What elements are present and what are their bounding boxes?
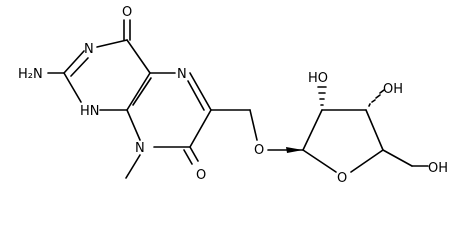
bond-n8-c8a [126, 109, 141, 141]
bond-n5-c6-inner [187, 80, 205, 111]
label-o-ether: O [254, 143, 264, 158]
chemical-structure-diagram: O N H₂N HN N N O O O HO OH OH [18, 5, 448, 186]
atom-labels: O N H₂N HN N N O O O HO OH OH [18, 5, 448, 186]
bond-ringO-c1 [302, 149, 337, 173]
bond-n3-c2-inner [70, 57, 89, 77]
label-o-c7: O [196, 168, 206, 183]
wedge-c3-oh [368, 89, 385, 107]
bond-c8a-c4a-inner [132, 77, 152, 106]
bond-c4a-c4 [126, 39, 151, 74]
label-n8: N [135, 141, 145, 156]
label-o-c4: O [122, 5, 132, 20]
bond-n5-c6 [189, 72, 212, 111]
bond-c1-c2 [302, 109, 323, 151]
wedge-c1 [286, 147, 303, 153]
label-n5: N [177, 67, 187, 82]
bond-c3-c4 [365, 109, 384, 151]
wedge-c2-oh [317, 86, 327, 106]
bond-n3-c2 [63, 50, 85, 74]
bond-c4-ch2 [382, 149, 413, 167]
label-oh-c2: HO [308, 71, 328, 86]
bond-n8-methyl [125, 154, 141, 179]
label-nh2: H₂N [18, 67, 43, 82]
bond-c4-ringO [350, 149, 384, 173]
bond-c2-n1 [63, 72, 82, 103]
bond-c6-c7 [189, 109, 212, 148]
label-ring-o: O [337, 171, 347, 186]
bond-c4-n3 [96, 39, 128, 48]
label-n3: N [84, 42, 94, 57]
label-n1h: HN [80, 104, 100, 119]
bond-c8a-c4a [126, 72, 151, 111]
structure-canvas: O N H₂N HN N N O O O HO OH OH [18, 5, 448, 186]
ribose-bonds [286, 86, 429, 173]
bond-c7-o-a [189, 146, 199, 162]
label-oh-c3: OH [383, 82, 403, 97]
bond-ch2-o [249, 109, 258, 141]
bond-c7-o-b [183, 149, 193, 165]
label-oh-c5: OH [428, 161, 448, 176]
